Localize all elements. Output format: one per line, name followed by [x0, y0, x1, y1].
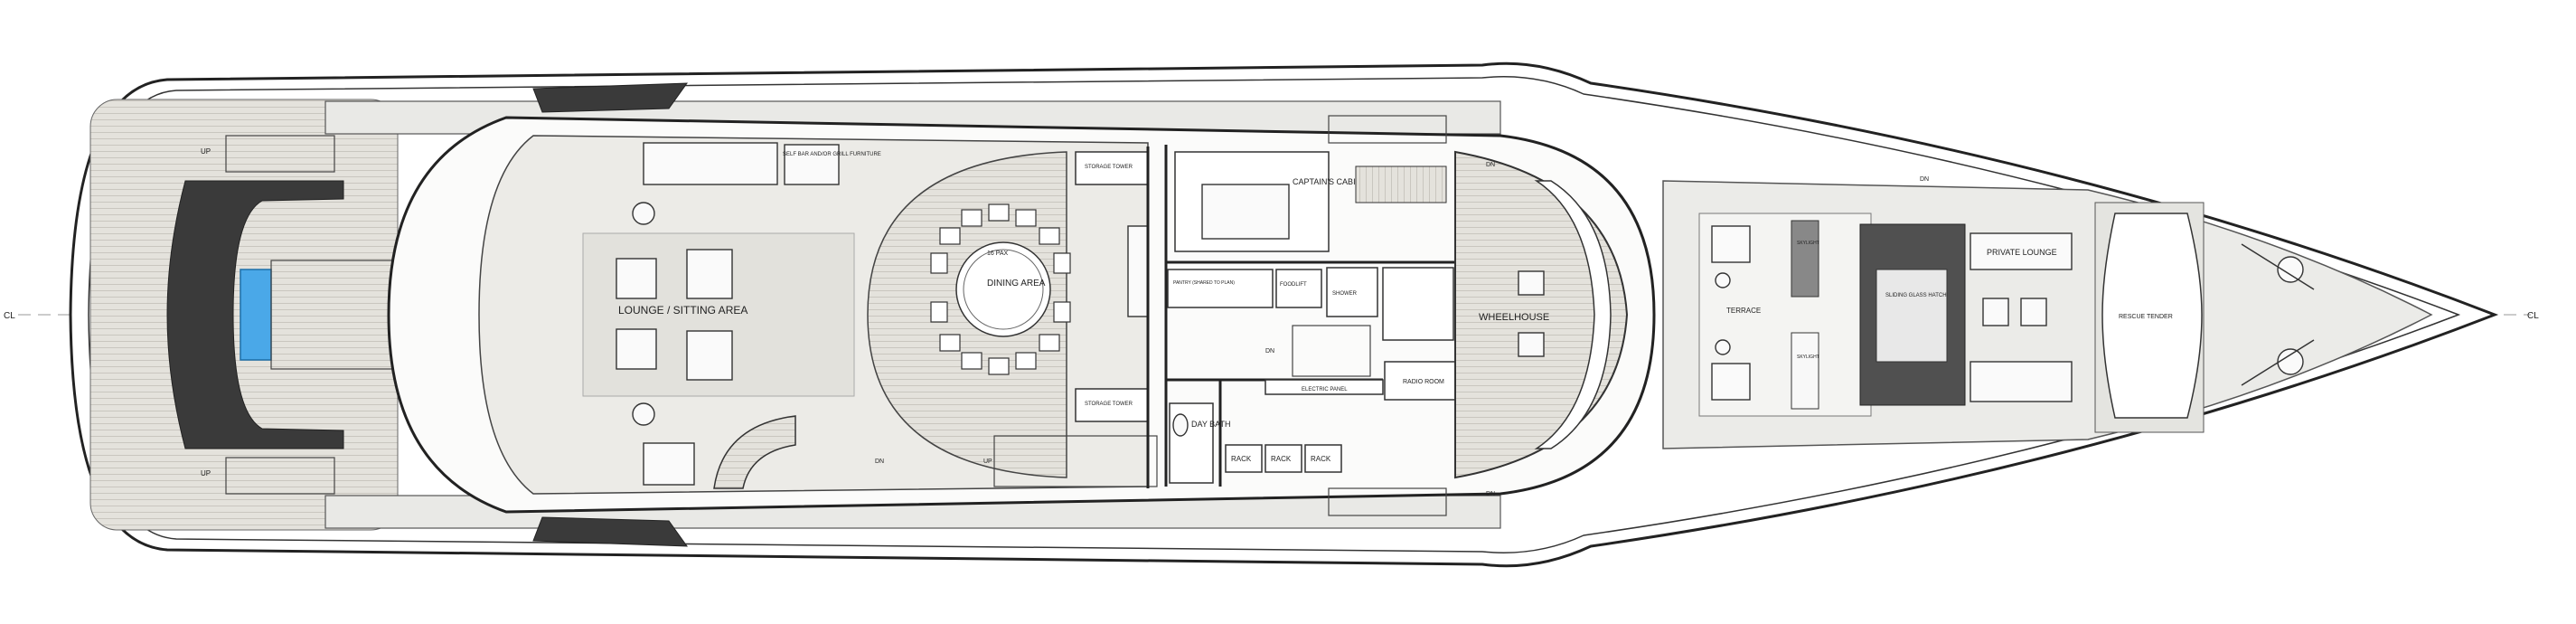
terrace-chair-1: [1711, 225, 1751, 263]
dining-sideboard: [1127, 225, 1149, 317]
helm-seat-2: [1518, 332, 1545, 357]
electric-panel-label: ELECTRIC PANEL: [1302, 387, 1348, 392]
terrace-table-2: [1715, 339, 1731, 355]
centerline-label-left: CL: [4, 311, 15, 321]
aft-stair-bottom: [225, 457, 335, 495]
wc-room: [1382, 267, 1454, 341]
sofa-top-right: [784, 144, 840, 185]
pool: [240, 269, 272, 361]
captains-bed: [1201, 184, 1290, 240]
stair-dn-lounge: DN: [875, 459, 884, 465]
skylight-bottom-label: SKYLIGHT: [1797, 355, 1819, 360]
pantry-label: PANTRY (SHARED TO PLAN): [1173, 280, 1235, 286]
helm-seat-1: [1518, 270, 1545, 296]
dining-table: [955, 241, 1051, 337]
stair-up-aft-top: UP: [201, 147, 211, 156]
stair-dn-core: DN: [1265, 348, 1274, 355]
rack-2-label: RACK: [1271, 455, 1292, 463]
rack-1-label: RACK: [1231, 455, 1252, 463]
self-bar-label: SELF BAR AND/OR GRILL FURNITURE: [783, 152, 881, 157]
skylight-bottom: [1791, 332, 1819, 410]
shower-room: [1326, 267, 1378, 317]
pantry-room: [1167, 269, 1274, 308]
bar-counter: [643, 142, 778, 185]
stair-lower-aft: [993, 435, 1158, 487]
day-bath-label: DAY BATH: [1191, 420, 1231, 429]
radio-room-label: RADIO ROOM: [1403, 379, 1444, 385]
day-bath-wc: [1172, 413, 1189, 437]
private-lounge-label: PRIVATE LOUNGE: [1987, 248, 2057, 257]
rack-2-box: [1264, 444, 1302, 473]
rack-1-box: [1225, 444, 1263, 473]
anchor-chain-top: [2241, 243, 2315, 290]
sofa-bottom: [643, 442, 695, 486]
anchor-winch-top: [2277, 256, 2304, 283]
stair-dn-side-top: DN: [1486, 162, 1495, 168]
skylight-top-label: SKYLIGHT: [1797, 241, 1819, 246]
rack-3-box: [1304, 444, 1342, 473]
lounge-label: LOUNGE / SITTING AREA: [618, 304, 747, 317]
storage-tower-top: [1075, 151, 1149, 185]
side-boat-top: [532, 82, 688, 113]
dining-chairs: [930, 203, 1071, 375]
armchair-1: [616, 258, 657, 299]
private-lounge-ottoman-2: [2020, 298, 2047, 326]
side-table-2: [632, 402, 655, 426]
storage-top-label: STORAGE TOWER: [1085, 165, 1133, 170]
spiral-stair: [713, 415, 796, 489]
rescue-tender: [2101, 213, 2203, 419]
side-table-1: [632, 202, 655, 225]
armchair-2: [616, 328, 657, 370]
armchair-4: [686, 330, 733, 381]
electric-panel-room: [1264, 379, 1384, 395]
shower-label: SHOWER: [1332, 291, 1358, 297]
foodlift-label: FOODLIFT: [1280, 282, 1307, 288]
dining-label: DINING AREA: [987, 279, 1046, 288]
rescue-tender-label: RESCUE TENDER: [2119, 314, 2173, 320]
wheelhouse-console: [1534, 180, 1612, 449]
core-walls: [1146, 145, 1455, 488]
anchor-winch-bottom: [2277, 348, 2304, 375]
dining-seats-label: 16 PAX: [987, 251, 1009, 257]
cabin-wardrobe: [1355, 165, 1447, 203]
private-lounge-sofa: [1970, 232, 2073, 270]
captains-cabin-label: CAPTAIN'S CABIN: [1293, 177, 1361, 186]
day-bath: [1169, 402, 1214, 484]
rack-3-label: RACK: [1311, 455, 1331, 463]
sliding-hatch-glass: [1876, 269, 1948, 363]
aft-seating: [166, 180, 344, 449]
side-boat-bottom: [532, 516, 688, 547]
stair-up-aft-bottom: UP: [201, 469, 211, 477]
sliding-hatch-label: SLIDING GLASS HATCH: [1885, 293, 1947, 298]
dining-table-inner: [963, 249, 1044, 330]
hull-inner-line: [88, 76, 2461, 553]
storage-bottom-label: STORAGE TOWER: [1085, 402, 1133, 407]
foodlift-room: [1275, 269, 1322, 308]
terrace-chair-2: [1711, 363, 1751, 401]
side-stair-top: [1328, 115, 1447, 144]
private-lounge-sofa-2: [1970, 361, 2073, 402]
wheelhouse-label: WHEELHOUSE: [1479, 312, 1549, 323]
stair-dn-side-bottom: DN: [1486, 491, 1495, 497]
stair-dn-fore-top: DN: [1920, 176, 1929, 183]
side-stair-bottom: [1328, 487, 1447, 516]
centerline-label-right: CL: [2527, 311, 2539, 321]
anchor-chain-bottom: [2241, 339, 2315, 386]
private-lounge-ottoman-1: [1982, 298, 2009, 326]
skylight-top: [1791, 220, 1819, 298]
terrace-table-1: [1715, 272, 1731, 288]
terrace-label: TERRACE: [1726, 307, 1761, 315]
core-stair: [1292, 325, 1371, 377]
aft-stair-top: [225, 135, 335, 173]
stair-up-lower: UP: [983, 459, 992, 465]
armchair-3: [686, 249, 733, 299]
